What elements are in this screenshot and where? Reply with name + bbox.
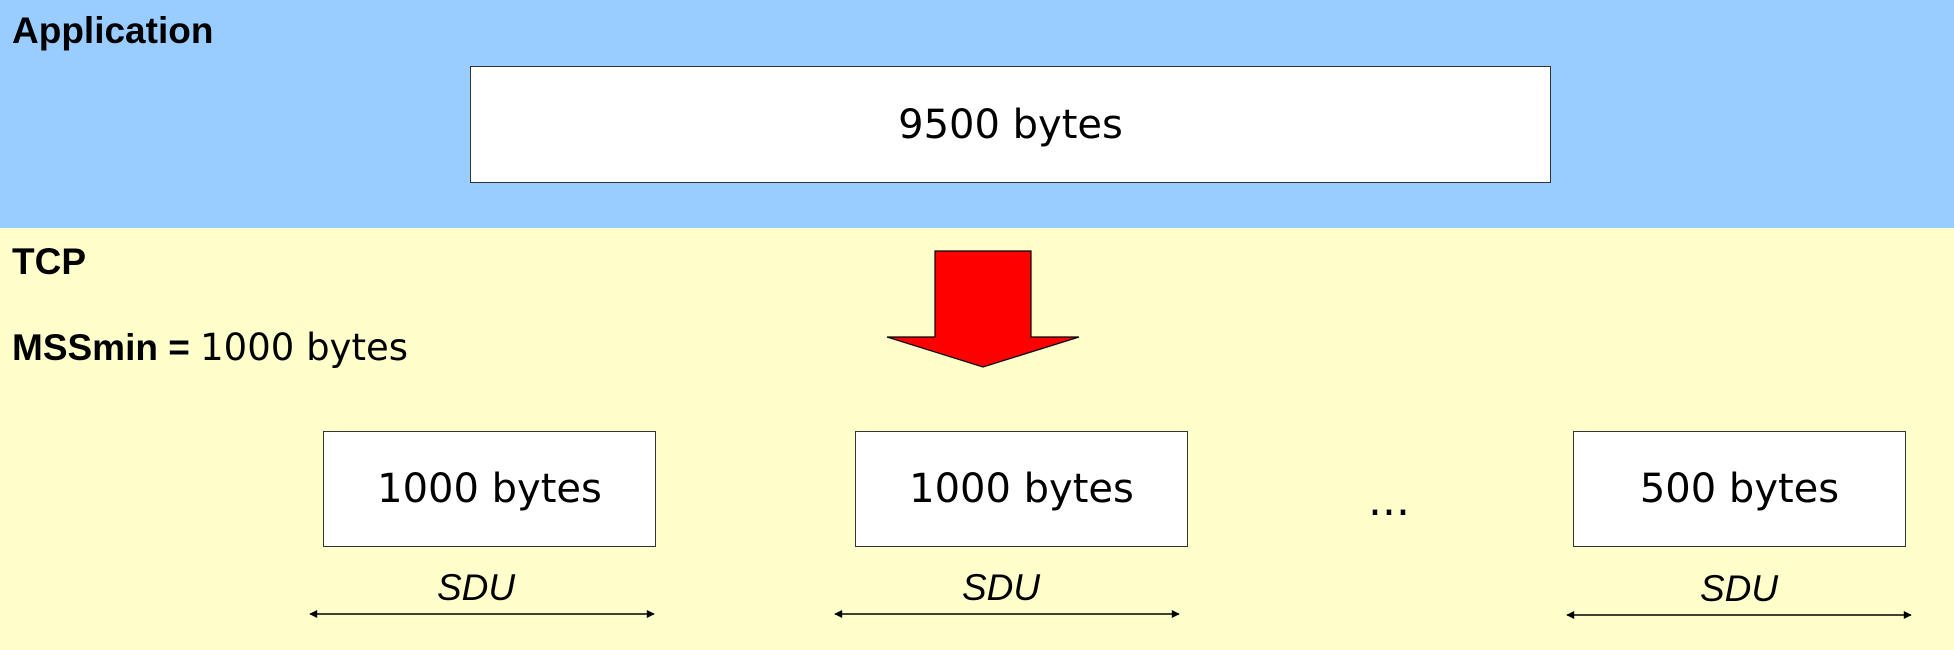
segment-size: 1000 bytes — [909, 466, 1134, 512]
segment-size: 500 bytes — [1639, 466, 1840, 512]
segment-size: 1000 bytes — [377, 466, 602, 512]
segment-box: 1000 bytes — [323, 431, 656, 547]
sdu-label: SDU — [436, 567, 516, 608]
segment-box: 500 bytes — [1573, 431, 1906, 547]
application-message-size: 9500 bytes — [898, 101, 1123, 148]
tcp-title: TCP — [12, 241, 86, 282]
application-title: Application — [12, 10, 214, 51]
sdu-label: SDU — [961, 567, 1041, 608]
mss-value: 1000 bytes — [200, 326, 408, 369]
down-arrow-icon — [886, 250, 1080, 368]
mss-line: MSSmin = 1000 bytes — [12, 326, 408, 369]
mss-label: MSSmin = — [12, 327, 190, 368]
ellipsis: ... — [1368, 475, 1410, 526]
segment-box: 1000 bytes — [855, 431, 1188, 547]
sdu-label: SDU — [1699, 568, 1779, 609]
application-message-box: 9500 bytes — [470, 66, 1551, 183]
